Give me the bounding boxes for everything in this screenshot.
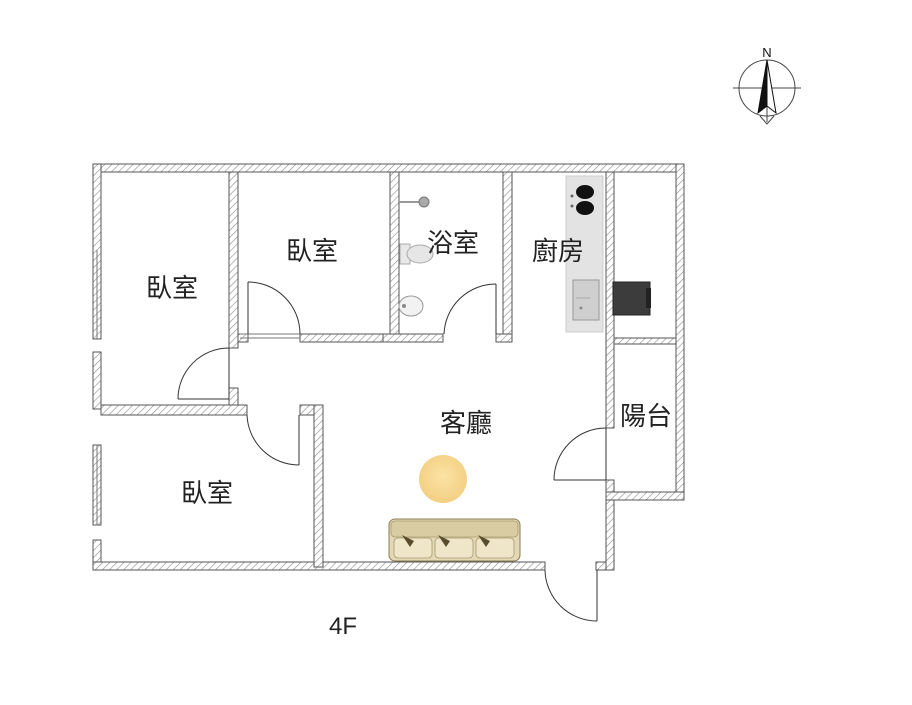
door-entrance [544, 569, 598, 622]
doors [177, 281, 607, 622]
door-balcony [553, 427, 607, 481]
stove-icon [570, 185, 594, 215]
room-label-living-room: 客廳 [440, 409, 492, 439]
washing-machine-icon [612, 281, 651, 316]
door-bedroom-lower [246, 414, 300, 466]
kitchen-sink-icon [572, 279, 600, 321]
room-label-bedroom-middle: 臥室 [286, 237, 338, 267]
sofa-icon [388, 518, 521, 562]
door-bedroom-left [177, 347, 230, 400]
door-bathroom [443, 283, 497, 335]
room-label-kitchen: 廚房 [532, 237, 584, 267]
toilet-icon [399, 243, 434, 265]
room-label-balcony: 陽台 [620, 402, 672, 432]
door-bedroom-middle [247, 281, 301, 335]
room-label-bathroom: 浴室 [427, 229, 479, 259]
room-label-bedroom-lower: 臥室 [181, 479, 233, 509]
room-label-bedroom-left: 臥室 [146, 274, 198, 304]
north-arrow-icon: N [733, 45, 801, 125]
shower-head-icon [399, 196, 430, 208]
sink-icon [398, 295, 424, 317]
compass-north-letter: N [762, 45, 771, 60]
floor-label: 4F [329, 613, 357, 640]
ceiling-lamp-icon [419, 455, 467, 503]
window-lines [96, 250, 300, 525]
kitchen-counter [565, 175, 604, 333]
